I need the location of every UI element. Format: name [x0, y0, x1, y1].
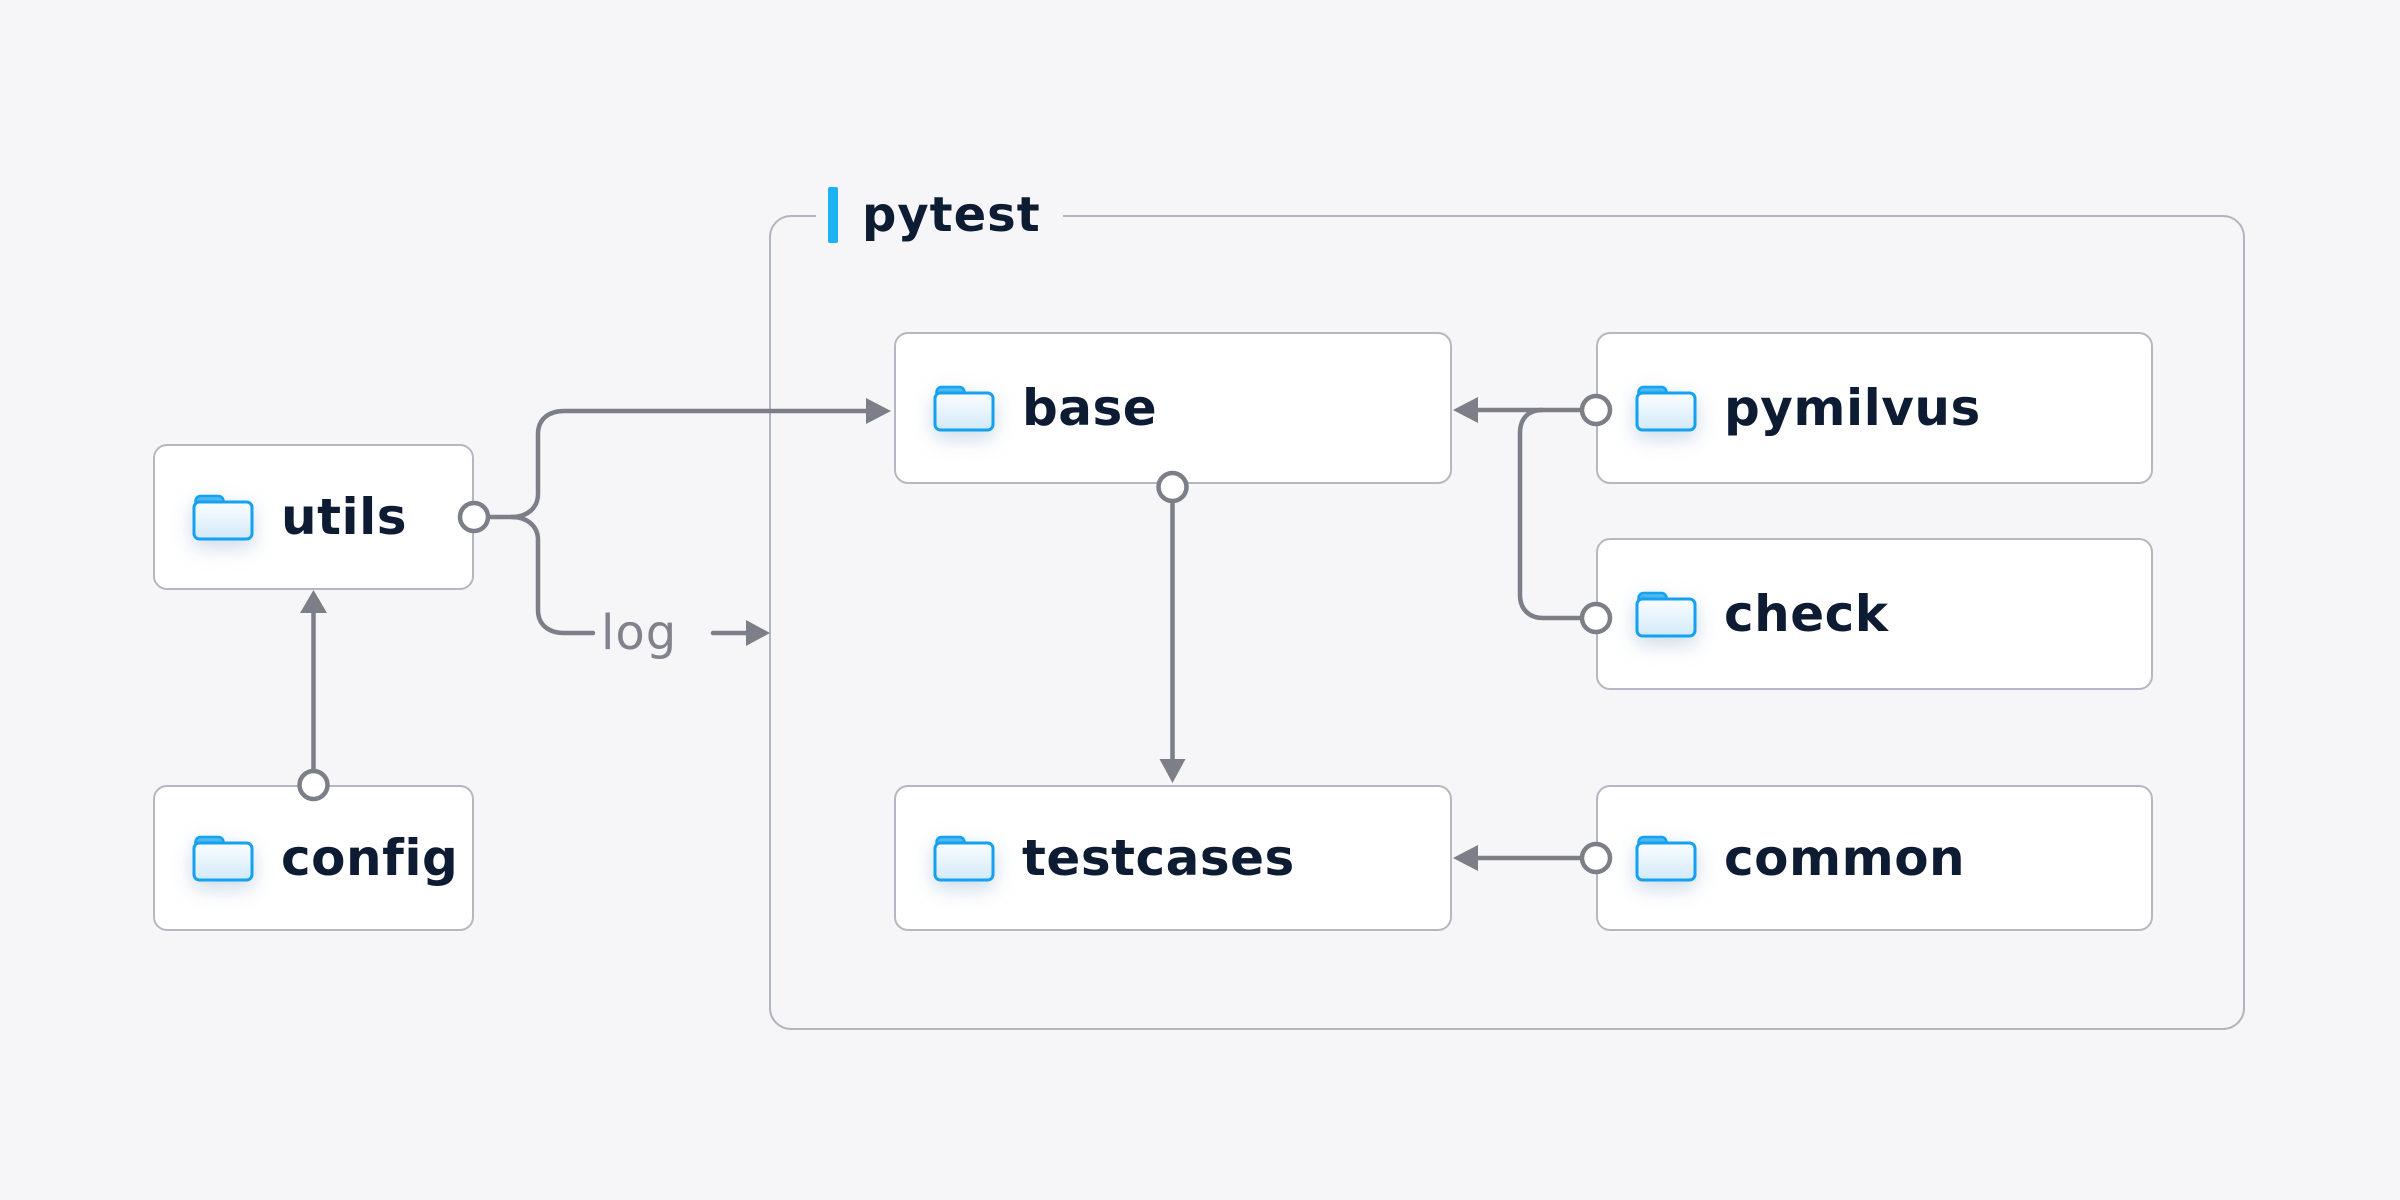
node-label: check	[1724, 585, 1889, 643]
edge-config-utils	[297, 590, 330, 802]
node-utils: utils	[153, 444, 474, 590]
folder-icon	[933, 835, 995, 882]
folder-icon	[1635, 835, 1697, 882]
edge-label-log: log	[601, 605, 678, 661]
node-label: pymilvus	[1724, 379, 1981, 437]
node-common: common	[1596, 785, 2153, 931]
pytest-container-tag: pytest	[816, 184, 1063, 246]
accent-bar	[828, 187, 838, 243]
folder-icon	[933, 385, 995, 432]
node-label: testcases	[1022, 829, 1295, 887]
node-base: base	[894, 332, 1452, 484]
node-pymilvus: pymilvus	[1596, 332, 2153, 484]
folder-icon	[1635, 591, 1697, 638]
node-label: base	[1022, 379, 1158, 437]
folder-icon	[1635, 385, 1697, 432]
node-check: check	[1596, 538, 2153, 690]
node-label: utils	[281, 488, 408, 546]
node-label: config	[281, 829, 459, 887]
node-config: config	[153, 785, 474, 931]
folder-icon	[192, 835, 254, 882]
folder-icon	[192, 494, 254, 541]
node-testcases: testcases	[894, 785, 1452, 931]
pytest-container	[769, 215, 2245, 1030]
node-label: common	[1724, 829, 1966, 887]
pytest-container-label: pytest	[862, 187, 1041, 243]
